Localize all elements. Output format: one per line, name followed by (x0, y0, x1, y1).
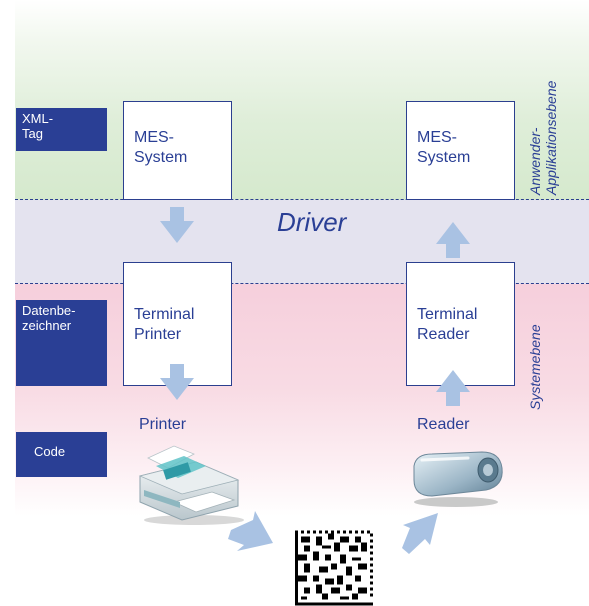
arrow-down-terminal-to-printer (160, 364, 194, 400)
terminal-printer-label: Terminal Printer (134, 306, 195, 343)
left-mes-system-label: MES- System (134, 129, 188, 166)
arrow-down-mes-to-printer-terminal (160, 207, 194, 243)
datamatrix-code (295, 530, 373, 606)
arrow-up-reader-to-terminal (436, 370, 470, 406)
terminal-reader-box: Terminal Reader (406, 262, 515, 386)
driver-label: Driver (277, 207, 347, 237)
layer-divider-top (15, 199, 589, 200)
left-mes-system-box: MES- System (123, 101, 232, 200)
arrow-code-to-reader (402, 513, 438, 554)
printer-icon (138, 445, 244, 525)
xml-tag-label: XML- Tag (16, 108, 107, 151)
right-mes-system-label: MES- System (417, 129, 471, 166)
terminal-reader-label: Terminal Reader (417, 306, 478, 343)
layer-divider-bottom (15, 283, 589, 284)
arrow-printer-to-code (228, 511, 273, 551)
reader-label: Reader (417, 416, 470, 433)
datenbezeichner-label: Datenbe- zeichner (16, 300, 107, 386)
arrow-up-reader-terminal-to-mes (436, 222, 470, 258)
right-mes-system-box: MES- System (406, 101, 515, 200)
code-label: Code (16, 432, 107, 477)
reader-icon (413, 451, 503, 507)
printer-label: Printer (139, 416, 187, 433)
